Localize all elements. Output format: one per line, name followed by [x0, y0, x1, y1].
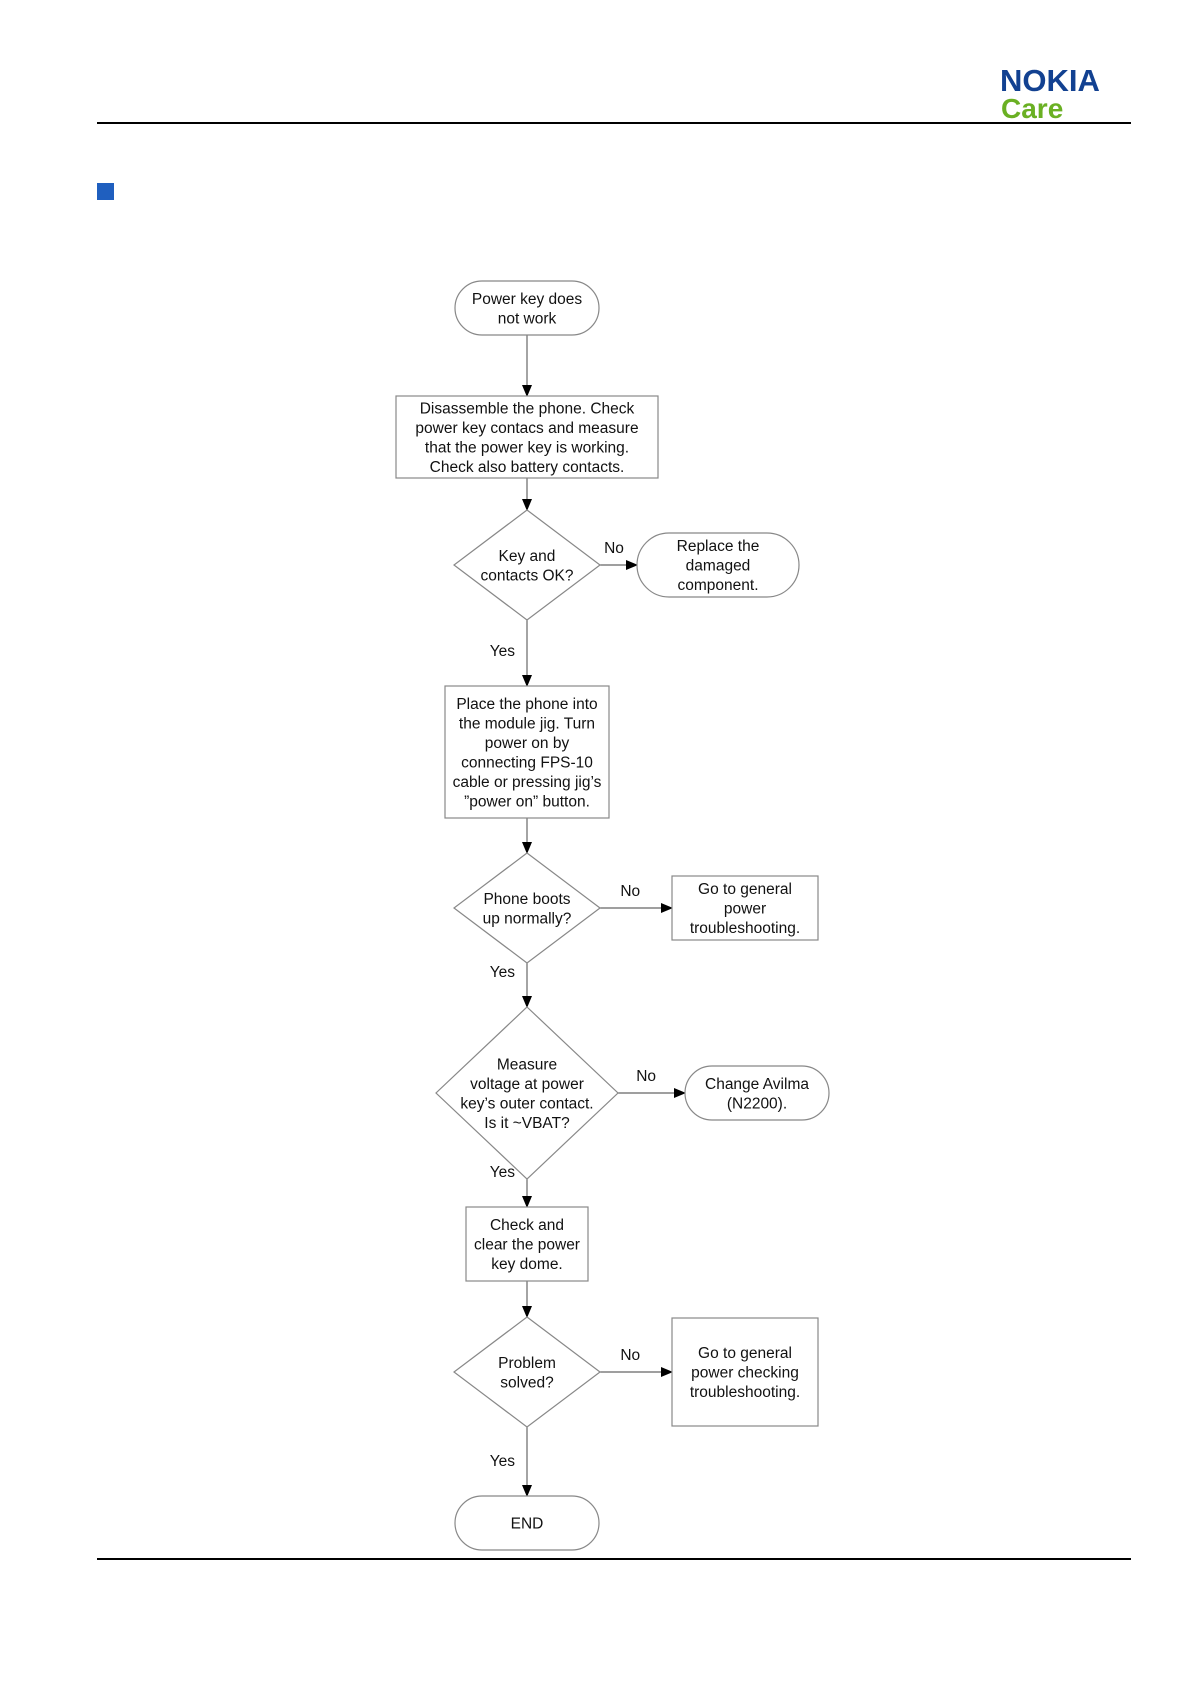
edge-label: Yes: [490, 1164, 516, 1181]
flow-node-dome: Check and clear the power key dome.: [465, 1206, 589, 1282]
edge-label: No: [604, 540, 624, 557]
node-text-line: Replace the: [677, 538, 760, 555]
flow-node-solved: Problem solved?: [453, 1316, 601, 1428]
node-text-line: contacts OK?: [480, 567, 573, 584]
node-text-line: ”power on” button.: [464, 793, 590, 810]
node-text-line: troubleshooting.: [690, 920, 800, 937]
flow-node-replace: Replace the damaged component.: [636, 532, 800, 598]
edge-label: No: [636, 1068, 656, 1085]
node-text-line: Check also battery contacts.: [430, 459, 625, 476]
flow-edge-measure-to-avilma: No: [618, 1068, 686, 1098]
node-text-line: troubleshooting.: [690, 1384, 800, 1401]
process-box: [465, 1206, 589, 1282]
terminal-shape: [636, 532, 800, 598]
process-box: [671, 875, 819, 941]
flow-edge-boots-to-general1: No: [600, 883, 673, 913]
node-text-line: Check and: [490, 1217, 564, 1234]
flow-node-boots: Phone boots up normally?: [453, 852, 601, 964]
decision-diamond: [453, 509, 601, 621]
node-text-line: Disassemble the phone. Check: [420, 400, 635, 417]
node-text-line: Is it ~VBAT?: [484, 1115, 570, 1132]
process-box: [444, 685, 610, 819]
flow-edge-boots-to-measure: Yes: [490, 963, 532, 1008]
node-text-line: Phone boots: [483, 891, 570, 908]
section-bullet-icon: [97, 183, 114, 200]
edge-label: Yes: [490, 964, 516, 981]
flow-node-key-ok: Key and contacts OK?: [453, 509, 601, 621]
node-text-line: Change Avilma: [705, 1076, 809, 1093]
node-text-line: Go to general: [698, 881, 792, 898]
decision-diamond: [453, 1316, 601, 1428]
node-text-line: power on by: [485, 735, 570, 752]
flow-edge-key-ok-to-jig: Yes: [490, 620, 532, 687]
node-text-line: the module jig. Turn: [459, 715, 595, 732]
node-text-line: Key and: [499, 548, 556, 565]
node-text-line: power key contacs and measure: [415, 420, 638, 437]
flow-node-end: END: [454, 1495, 600, 1551]
edge-label: No: [620, 883, 640, 900]
node-text-line: voltage at power: [470, 1076, 584, 1093]
terminal-shape: [454, 1495, 600, 1551]
node-text-line: component.: [678, 577, 759, 594]
node-text-line: key’s outer contact.: [460, 1095, 593, 1112]
process-box: [671, 1317, 819, 1427]
nokia-care-logo: NOKIA Care: [1000, 63, 1130, 124]
flow-edge-solved-to-end: Yes: [490, 1427, 532, 1497]
node-text-line: clear the power: [474, 1237, 580, 1254]
flow-node-general1: Go to general power troubleshooting.: [671, 875, 819, 941]
node-text-line: Go to general: [698, 1345, 792, 1362]
node-text-line: Power key does: [472, 291, 583, 308]
logo-wordmark: NOKIA: [1000, 63, 1100, 98]
node-text-line: Measure: [497, 1056, 557, 1073]
node-text-line: (N2200).: [727, 1095, 787, 1112]
node-text-line: Place the phone into: [456, 696, 597, 713]
node-text-line: that the power key is working.: [425, 439, 629, 456]
logo-subtitle: Care: [1001, 93, 1064, 124]
process-box: [395, 395, 659, 479]
node-text-line: Problem: [498, 1355, 556, 1372]
decision-diamond: [453, 852, 601, 964]
flow-node-avilma: Change Avilma (N2200).: [684, 1065, 830, 1121]
decision-diamond: [435, 1006, 619, 1180]
terminal-shape: [454, 280, 600, 336]
node-text-line: cable or pressing jig’s: [453, 774, 602, 791]
flow-node-measure: Measure voltage at power key’s outer conta…: [435, 1006, 619, 1180]
node-text-line: connecting FPS-10: [461, 754, 593, 771]
header-rule: [97, 122, 1131, 124]
flow-edge-measure-to-dome: Yes: [490, 1164, 532, 1208]
node-text-line: not work: [498, 310, 557, 327]
edge-label: Yes: [490, 643, 516, 660]
edge-label: No: [620, 1347, 640, 1364]
flow-edge-key-ok-to-replace: No: [600, 540, 638, 570]
flow-node-jig: Place the phone into the module jig. Turn…: [444, 685, 610, 819]
node-text-line: up normally?: [483, 910, 572, 927]
terminal-shape: [684, 1065, 830, 1121]
flow-node-start: Power key does not work: [454, 280, 600, 336]
flow-edge-solved-to-general2: No: [600, 1347, 673, 1377]
node-text-line: END: [511, 1516, 544, 1533]
node-text-line: key dome.: [491, 1256, 563, 1273]
flow-node-disassemble: Disassemble the phone. Check power key co…: [395, 395, 659, 479]
node-text-line: damaged: [686, 558, 751, 575]
node-text-line: power checking: [691, 1365, 799, 1382]
node-text-line: power: [724, 901, 766, 918]
edge-label: Yes: [490, 1453, 516, 1470]
flow-node-general2: Go to general power checking troubleshooti…: [671, 1317, 819, 1427]
footer-rule: [97, 1558, 1131, 1560]
node-text-line: solved?: [500, 1374, 554, 1391]
